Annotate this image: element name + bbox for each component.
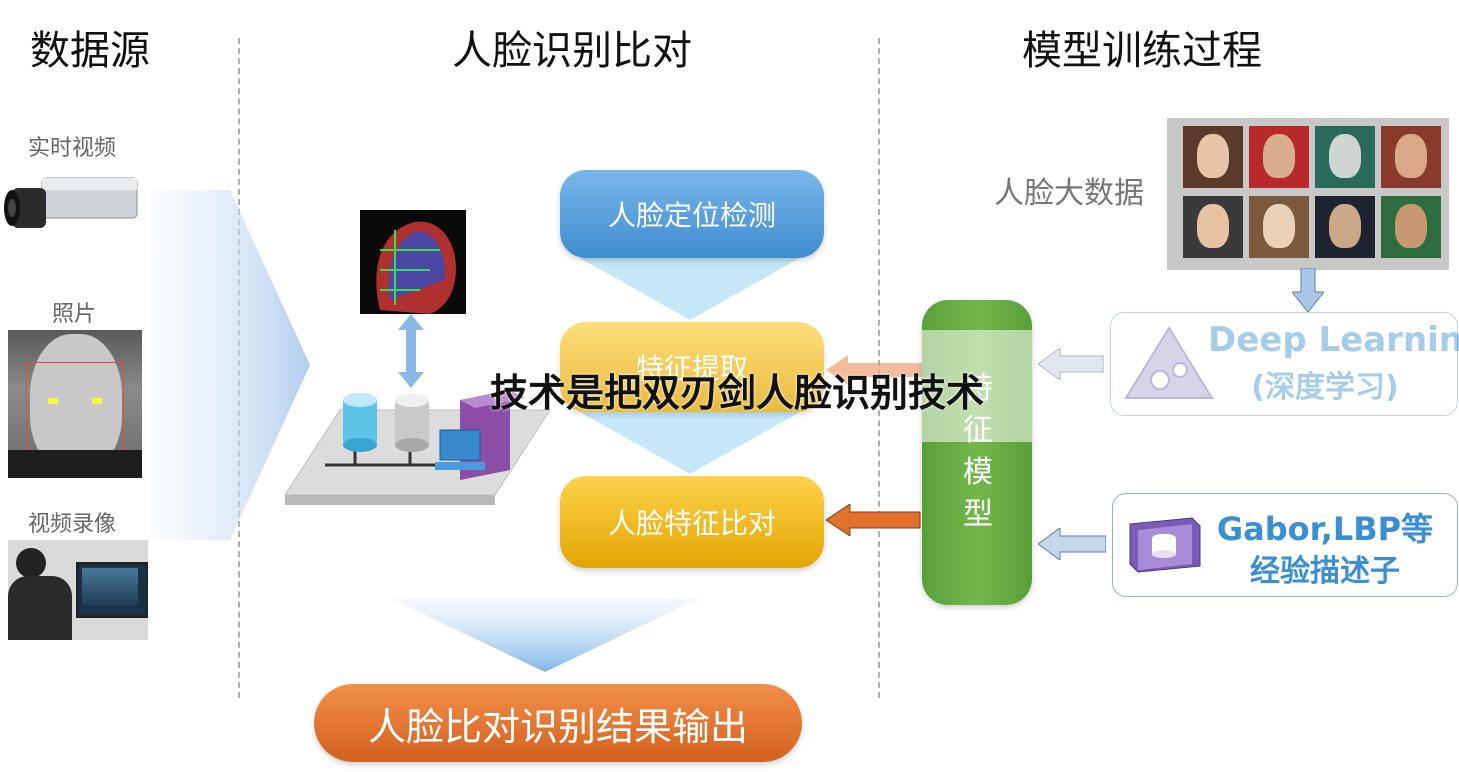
dataset-down-arrow: [1292, 268, 1324, 312]
gabor-lbp-subtitle: 经验描述子: [1250, 554, 1400, 589]
source-funnel-arrow: [150, 190, 310, 540]
source-label-realtime-video: 实时视频: [28, 136, 117, 161]
deep-learning-title: Deep Learning: [1208, 320, 1459, 360]
face-scan-3d-image: [360, 210, 466, 314]
face-dataset-grid: [1167, 118, 1449, 270]
feature-model-char-3: 模: [963, 455, 993, 490]
source-label-video-record: 视频录像: [28, 512, 117, 537]
feature-model-char-1: 特: [963, 371, 993, 406]
feature-compare-step: 人脸特征比对: [560, 476, 824, 568]
bidirectional-arrow-icon: [398, 314, 424, 388]
down-arrow-3: [390, 598, 700, 672]
down-arrow-1: [580, 258, 800, 320]
overlay-caption: 技术是把双刃剑人脸识别技术: [490, 371, 985, 415]
database-settings-icon: [1129, 517, 1201, 573]
arrow-to-feature-compare: [826, 504, 921, 536]
deep-learning-gear-icon: [1124, 326, 1214, 399]
column-title-data-source: 数据源: [30, 28, 150, 74]
result-output-step: 人脸比对识别结果输出: [314, 684, 802, 762]
deep-learning-subtitle: (深度学习): [1251, 370, 1399, 405]
feature-model-char-4: 型: [963, 497, 993, 532]
face-detection-step: 人脸定位检测: [560, 170, 824, 258]
gabor-arrow: [1038, 528, 1106, 560]
gabor-lbp-title: Gabor,LBP等: [1216, 510, 1434, 548]
server-database-icon: [285, 390, 550, 505]
feature-model-char-2: 征: [963, 413, 993, 448]
down-arrow-2: [580, 412, 800, 474]
feature-model-highlight: [922, 330, 1032, 442]
camera-icon: [4, 177, 138, 228]
feature-extraction-step: 特征提取: [560, 322, 824, 412]
column-title-model-training: 模型训练过程: [1022, 28, 1262, 74]
face-photo-image: [8, 330, 142, 478]
deep-learning-arrow: [1038, 348, 1104, 380]
arrow-to-feature-extraction: [826, 355, 922, 385]
video-recording-image: [8, 540, 148, 640]
column-title-face-compare: 人脸识别比对: [452, 28, 692, 74]
big-data-label: 人脸大数据: [994, 176, 1144, 211]
source-label-photo: 照片: [52, 302, 97, 327]
